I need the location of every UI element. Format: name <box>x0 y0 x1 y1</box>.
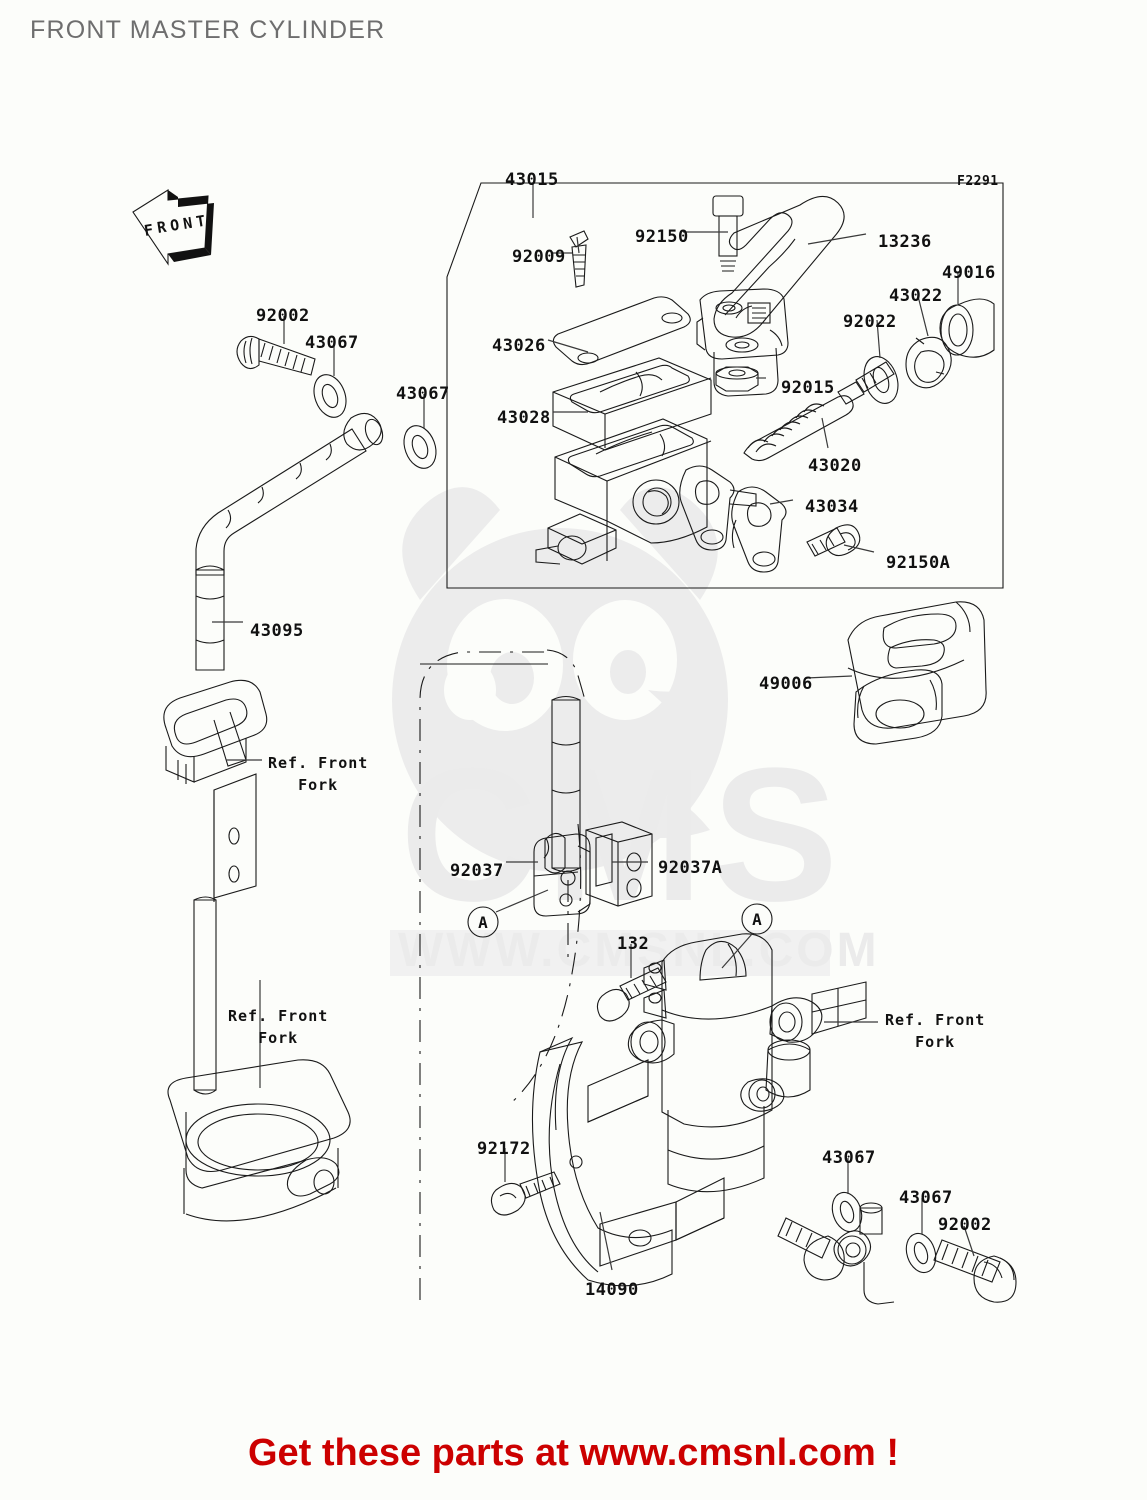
assembly-box-43015 <box>446 182 1004 589</box>
part-master-cylinder-body <box>535 418 757 565</box>
ref-front-fork-clamp-upper <box>163 679 268 1095</box>
part-number-92172: 92172 <box>477 1139 531 1159</box>
part-92037-clamp <box>533 832 591 917</box>
part-49016-end-cap <box>939 298 995 358</box>
svg-text:WWW.CMSNL.COM: WWW.CMSNL.COM <box>398 924 880 977</box>
part-number-49006: 49006 <box>759 674 813 694</box>
part-number-43028: 43028 <box>497 408 551 428</box>
part-number-43026: 43026 <box>492 336 546 356</box>
sheet-code: F2291 <box>957 174 999 189</box>
part-92022-washer <box>863 356 899 404</box>
svg-text:N: N <box>182 214 194 233</box>
part-number-43067: 43067 <box>822 1148 876 1168</box>
part-49006-grip <box>847 601 987 745</box>
part-14090-cover <box>531 1036 725 1287</box>
part-43034-clamp <box>731 486 787 573</box>
part-43067-washer-bottom-b <box>905 1232 937 1274</box>
part-number-14090: 14090 <box>585 1280 639 1300</box>
part-number-43022: 43022 <box>889 286 943 306</box>
part-number-92009: 92009 <box>512 247 566 267</box>
part-number-92002: 92002 <box>938 1215 992 1235</box>
svg-text:R: R <box>156 218 169 237</box>
center-fork-tube <box>551 695 581 873</box>
part-43067-washer-bottom-a <box>831 1191 863 1233</box>
reference-label-line2: Fork <box>298 776 339 794</box>
svg-text:CMS: CMS <box>400 729 846 941</box>
part-bottom-hose-fitting <box>777 1202 895 1305</box>
watermark: CMS WWW.CMSNL.COM <box>390 487 880 977</box>
reference-label-line1: Ref. Front <box>268 754 369 772</box>
part-number-13236: 13236 <box>878 232 932 252</box>
part-92150A-bolt <box>806 524 861 557</box>
part-number-43067: 43067 <box>899 1188 953 1208</box>
part-43020-piston-spring <box>743 361 895 462</box>
svg-text:T: T <box>195 212 207 231</box>
reference-label-line2: Fork <box>258 1029 299 1047</box>
part-92002-banjo-bolt-top <box>236 335 316 376</box>
ref-front-fork-clamp-lower <box>167 1059 351 1222</box>
part-92002-banjo-bolt-bottom <box>933 1239 1017 1303</box>
part-92009-screw <box>569 230 589 288</box>
part-number-92022: 92022 <box>843 312 897 332</box>
part-number-92037: 92037 <box>450 861 504 881</box>
part-number-92150a: 92150A <box>886 553 951 573</box>
part-43026-cover <box>552 296 691 366</box>
callout-marker-a-1: A <box>467 906 499 938</box>
part-number-43015: 43015 <box>505 170 559 190</box>
part-92172-screw <box>490 1171 561 1216</box>
svg-text:F: F <box>143 221 155 240</box>
part-13236-brake-lever <box>713 195 845 338</box>
part-number-43067: 43067 <box>305 333 359 353</box>
part-43067-washer-top-b <box>403 425 437 469</box>
page-title: FRONT MASTER CYLINDER <box>30 16 386 44</box>
part-number-43034: 43034 <box>805 497 859 517</box>
leader-lines <box>212 182 975 1271</box>
part-number-92150: 92150 <box>635 227 689 247</box>
reference-label-line1: Ref. Front <box>885 1011 986 1029</box>
part-92037A-clamp <box>585 821 653 907</box>
part-number-92015: 92015 <box>781 378 835 398</box>
svg-text:A: A <box>752 910 762 929</box>
part-number-92037a: 92037A <box>658 858 723 878</box>
part-number-43067: 43067 <box>396 384 450 404</box>
svg-text:O: O <box>169 216 181 235</box>
svg-text:A: A <box>478 913 488 932</box>
fork-bottom-caliper-assembly <box>627 933 867 1193</box>
reference-label-line1: Ref. Front <box>228 1007 329 1025</box>
reference-label-line2: Fork <box>915 1033 956 1051</box>
part-number-49016: 49016 <box>942 263 996 283</box>
part-43067-washer-top-a <box>313 374 347 418</box>
part-92015-nut <box>715 366 759 392</box>
part-lever-holder <box>696 288 789 397</box>
part-43095-brake-hose <box>195 412 384 671</box>
part-number-132: 132 <box>617 934 650 954</box>
part-92150-bolt <box>712 195 744 272</box>
part-number-43020: 43020 <box>808 456 862 476</box>
part-number-43095: 43095 <box>250 621 304 641</box>
footer-cta: Get these parts at www.cmsnl.com ! <box>247 1432 900 1474</box>
part-number-92002: 92002 <box>256 306 310 326</box>
part-43028-diaphragm <box>552 357 712 451</box>
callout-marker-a-2: A <box>741 903 773 935</box>
front-arrow-icon: F R O N T <box>132 189 214 266</box>
